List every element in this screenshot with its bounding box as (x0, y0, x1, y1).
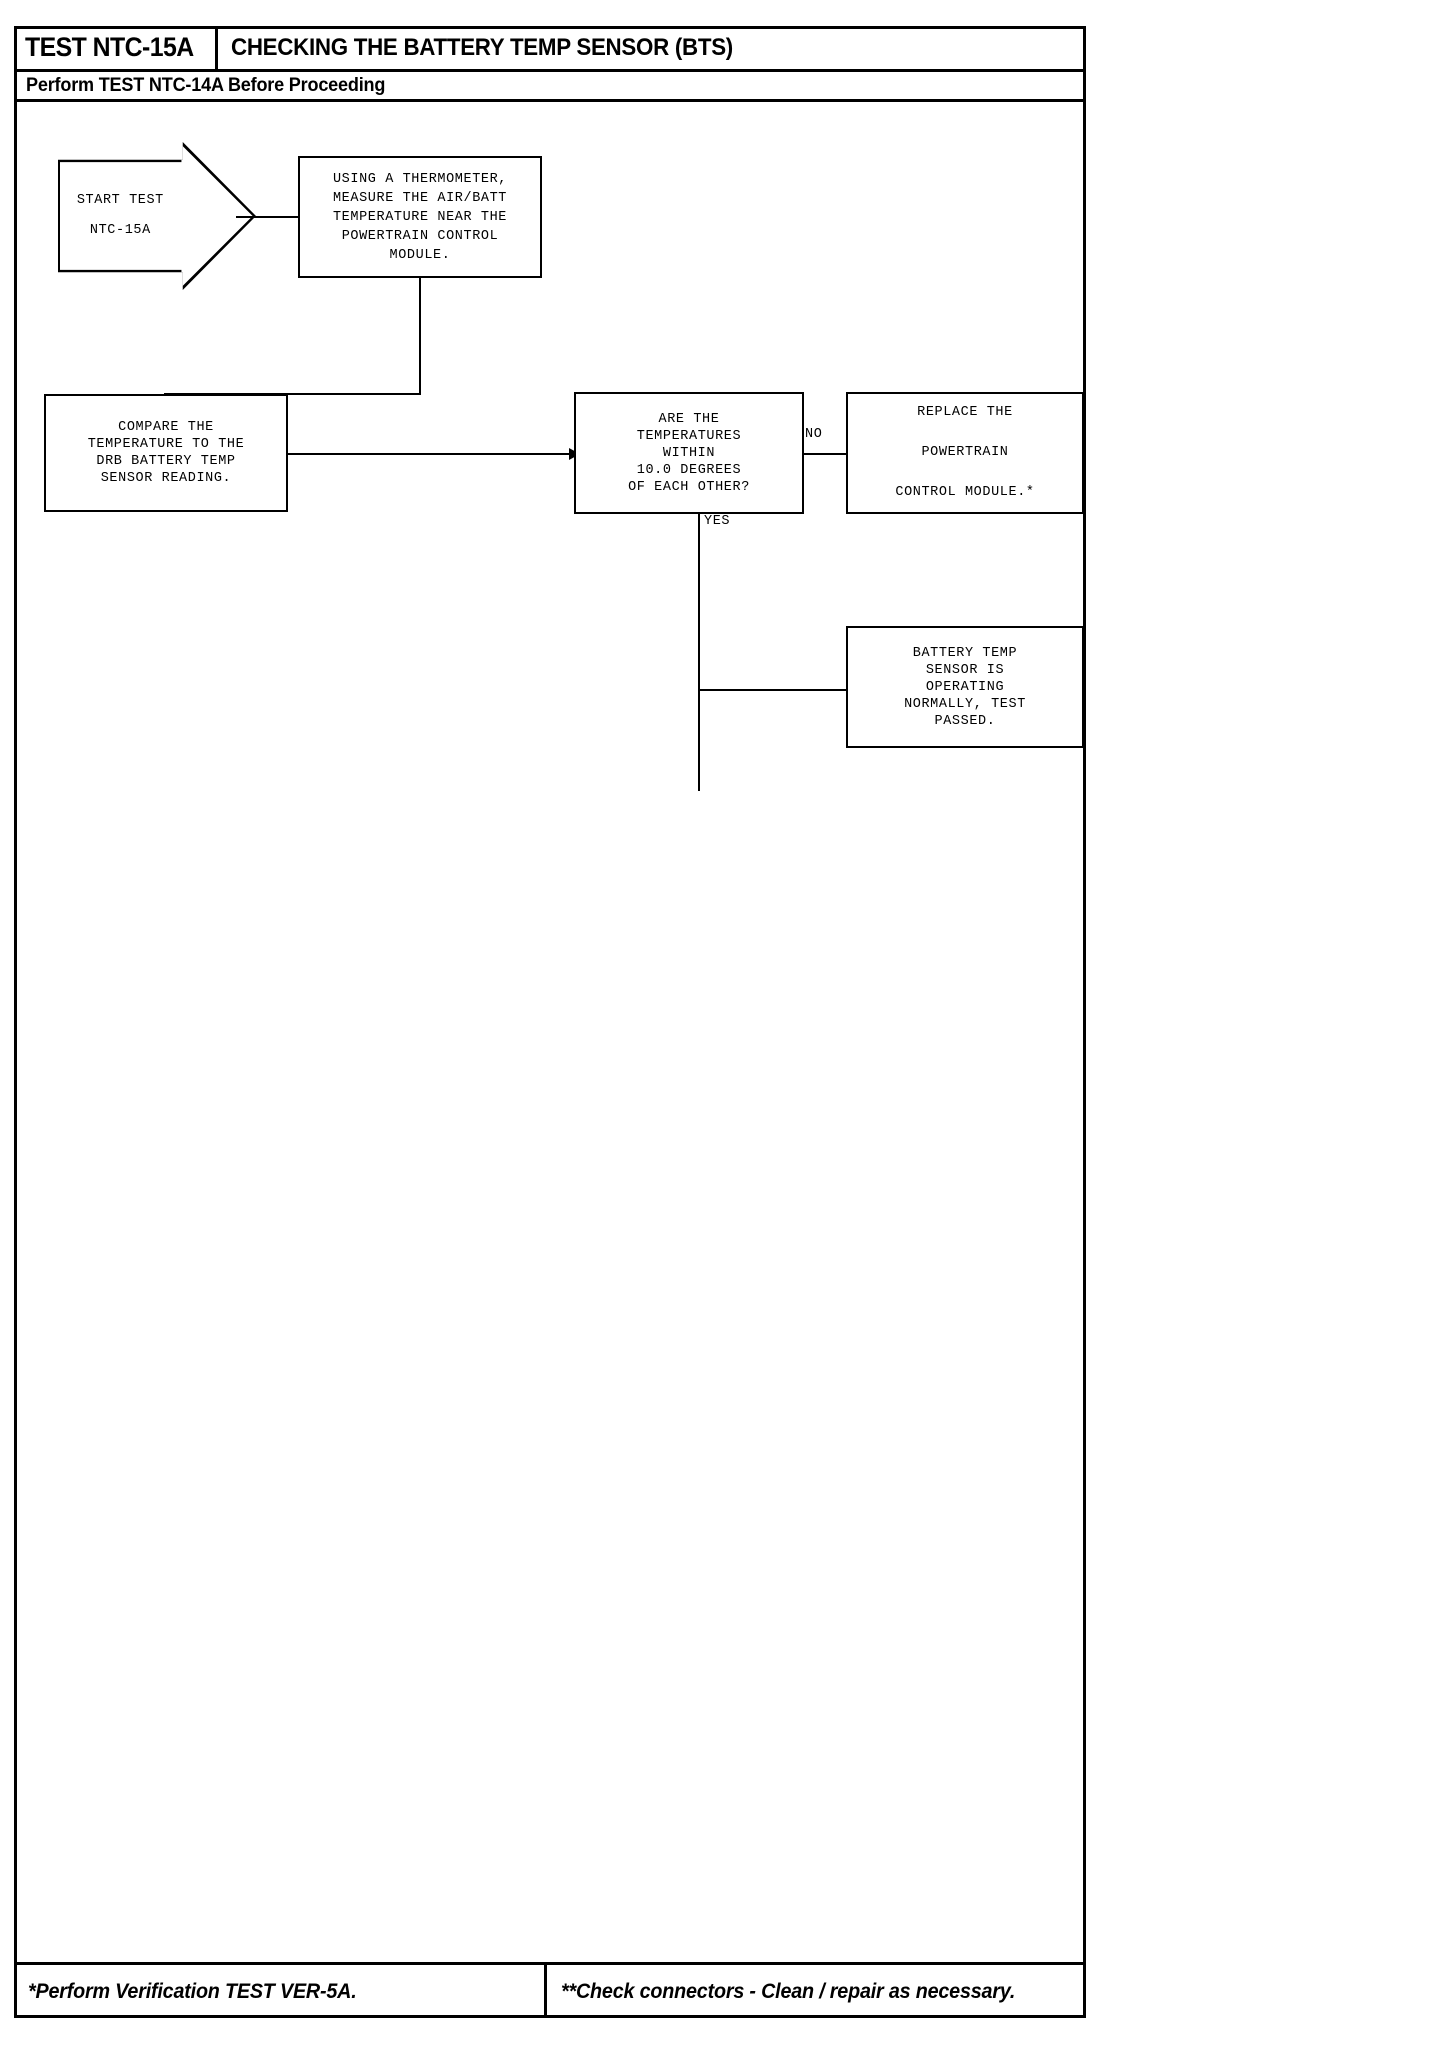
test-passed-node: BATTERY TEMP SENSOR IS OPERATING NORMALL… (846, 626, 1084, 748)
edge-decision-no-to-replace (802, 453, 860, 455)
edge-start-to-measure (236, 216, 304, 218)
flowchart-canvas: START TEST NTC-15A USING A THERMOMETER, … (14, 102, 1086, 1962)
test-id-box: TEST NTC-15A (19, 25, 219, 70)
edge-measure-down-segment (419, 278, 421, 394)
compare-temperature-node: COMPARE THE TEMPERATURE TO THE DRB BATTE… (44, 394, 288, 512)
footer-right-cell: **Check connectors - Clean / repair as n… (547, 1965, 1086, 2018)
footer-verification-note: *Perform Verification TEST VER-5A. (28, 1979, 357, 2003)
prerequisite-note: Perform TEST NTC-14A Before Proceeding (26, 74, 386, 96)
footer-bar: *Perform Verification TEST VER-5A. **Che… (14, 1962, 1086, 2018)
temperature-within-range-decision: ARE THE TEMPERATURES WITHIN 10.0 DEGREES… (574, 392, 804, 514)
replace-pcm-node: REPLACE THE POWERTRAIN CONTROL MODULE.* (846, 392, 1084, 514)
edge-decision-yes-horizontal (698, 689, 860, 691)
start-test-label: START TEST NTC-15A (76, 193, 164, 238)
footer-connector-note: **Check connectors - Clean / repair as n… (561, 1979, 1016, 2003)
subtitle-bar: Perform TEST NTC-14A Before Proceeding (14, 72, 1086, 102)
measure-temperature-node: USING A THERMOMETER, MEASURE THE AIR/BAT… (298, 156, 542, 278)
edge-label-yes: YES (704, 514, 731, 529)
edge-label-no: NO (805, 427, 823, 442)
page-border (14, 26, 1086, 2018)
edge-measure-left-segment (164, 393, 421, 395)
edge-decision-yes-vertical (698, 513, 700, 791)
footer-left-cell: *Perform Verification TEST VER-5A. (14, 1965, 547, 2018)
page-title: CHECKING THE BATTERY TEMP SENSOR (BTS) (231, 33, 734, 61)
test-id-label: TEST NTC-15A (25, 32, 194, 62)
header-bar: TEST NTC-15A CHECKING THE BATTERY TEMP S… (14, 25, 1086, 72)
edge-compare-to-decision (286, 453, 576, 455)
start-test-node: START TEST NTC-15A (58, 142, 256, 290)
